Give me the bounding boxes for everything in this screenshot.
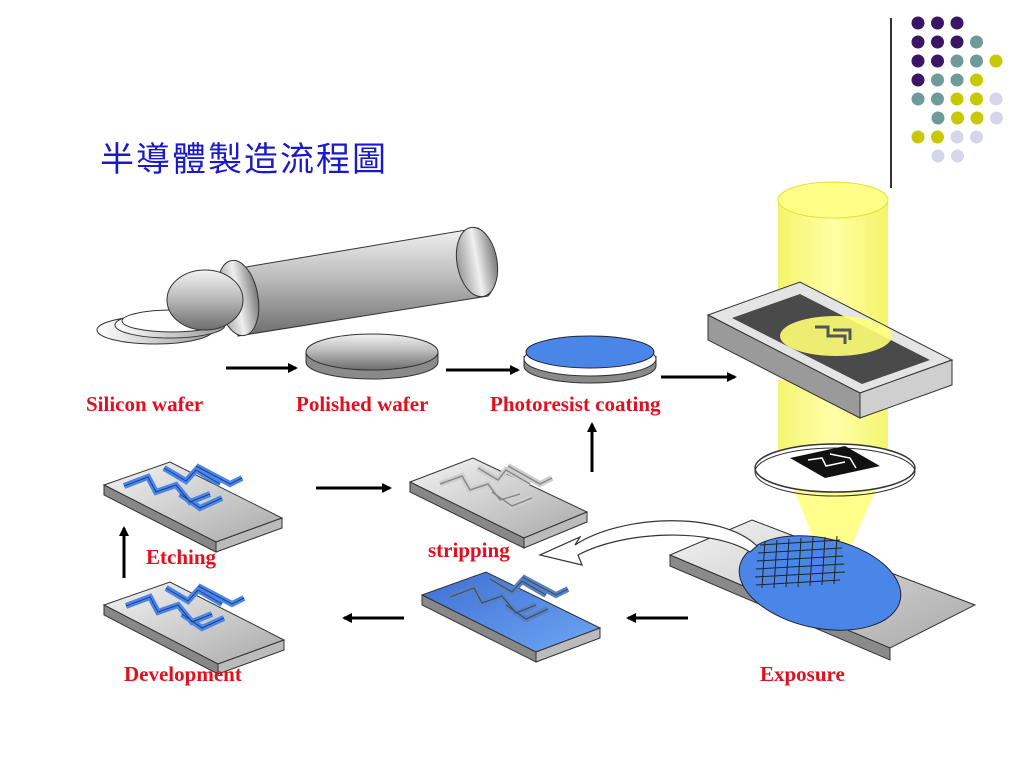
decor-dot <box>931 16 944 30</box>
page-title: 半導體製造流程圖 <box>100 140 388 180</box>
decor-dot <box>911 92 925 106</box>
decor-dot <box>911 73 925 87</box>
decor-dot <box>950 130 964 144</box>
blue-resist-plate <box>420 571 602 663</box>
label-etching: Etching <box>146 545 217 569</box>
decor-dot <box>950 54 964 68</box>
development-plate <box>102 581 286 675</box>
decor-dot <box>950 73 964 87</box>
decor-dot <box>911 130 925 144</box>
decor-dot <box>989 54 1003 68</box>
decor-dot <box>931 73 944 87</box>
photomask-plate <box>706 281 954 419</box>
photoresist-wafer-illustration <box>523 335 657 384</box>
decor-dot <box>931 35 944 49</box>
decor-dot <box>911 54 925 68</box>
exposed-wafer-plate <box>668 519 977 661</box>
label-exposure: Exposure <box>760 662 845 686</box>
decor-dot <box>931 111 945 125</box>
decor-dot <box>931 92 944 106</box>
decor-dot <box>931 54 944 68</box>
decor-dot <box>931 149 945 163</box>
decor-dot <box>951 111 964 125</box>
label-development: Development <box>124 662 242 686</box>
etching-plate <box>102 461 284 553</box>
decor-dot <box>970 92 983 106</box>
curved-arrow-exposure-to-stripping <box>538 520 758 566</box>
decor-dot <box>950 35 964 49</box>
silicon-ingot-illustration <box>96 226 499 345</box>
decor-dot <box>911 16 925 30</box>
decor-dot <box>950 92 964 106</box>
decor-dot <box>970 35 983 49</box>
decor-dot <box>989 92 1003 106</box>
label-photoresist-coating: Photoresist coating <box>490 392 661 416</box>
decor-dot <box>911 35 925 49</box>
title-divider-line <box>890 18 892 188</box>
decorative-dot-grid <box>911 16 1003 163</box>
decor-dot <box>951 149 964 163</box>
flow-arrows <box>119 363 737 623</box>
stripping-plate <box>408 457 589 549</box>
decor-dot <box>970 130 983 144</box>
lens-disk <box>754 443 916 497</box>
decor-dot <box>970 54 983 68</box>
label-stripping: stripping <box>428 538 510 562</box>
polished-wafer-illustration <box>305 333 439 380</box>
label-polished-wafer: Polished wafer <box>296 392 429 416</box>
decor-dot <box>970 73 983 87</box>
decor-dot <box>970 111 984 125</box>
decor-dot <box>950 16 964 30</box>
label-silicon-wafer: Silicon wafer <box>86 392 204 416</box>
decor-dot <box>990 111 1003 125</box>
decor-dot <box>931 130 944 144</box>
